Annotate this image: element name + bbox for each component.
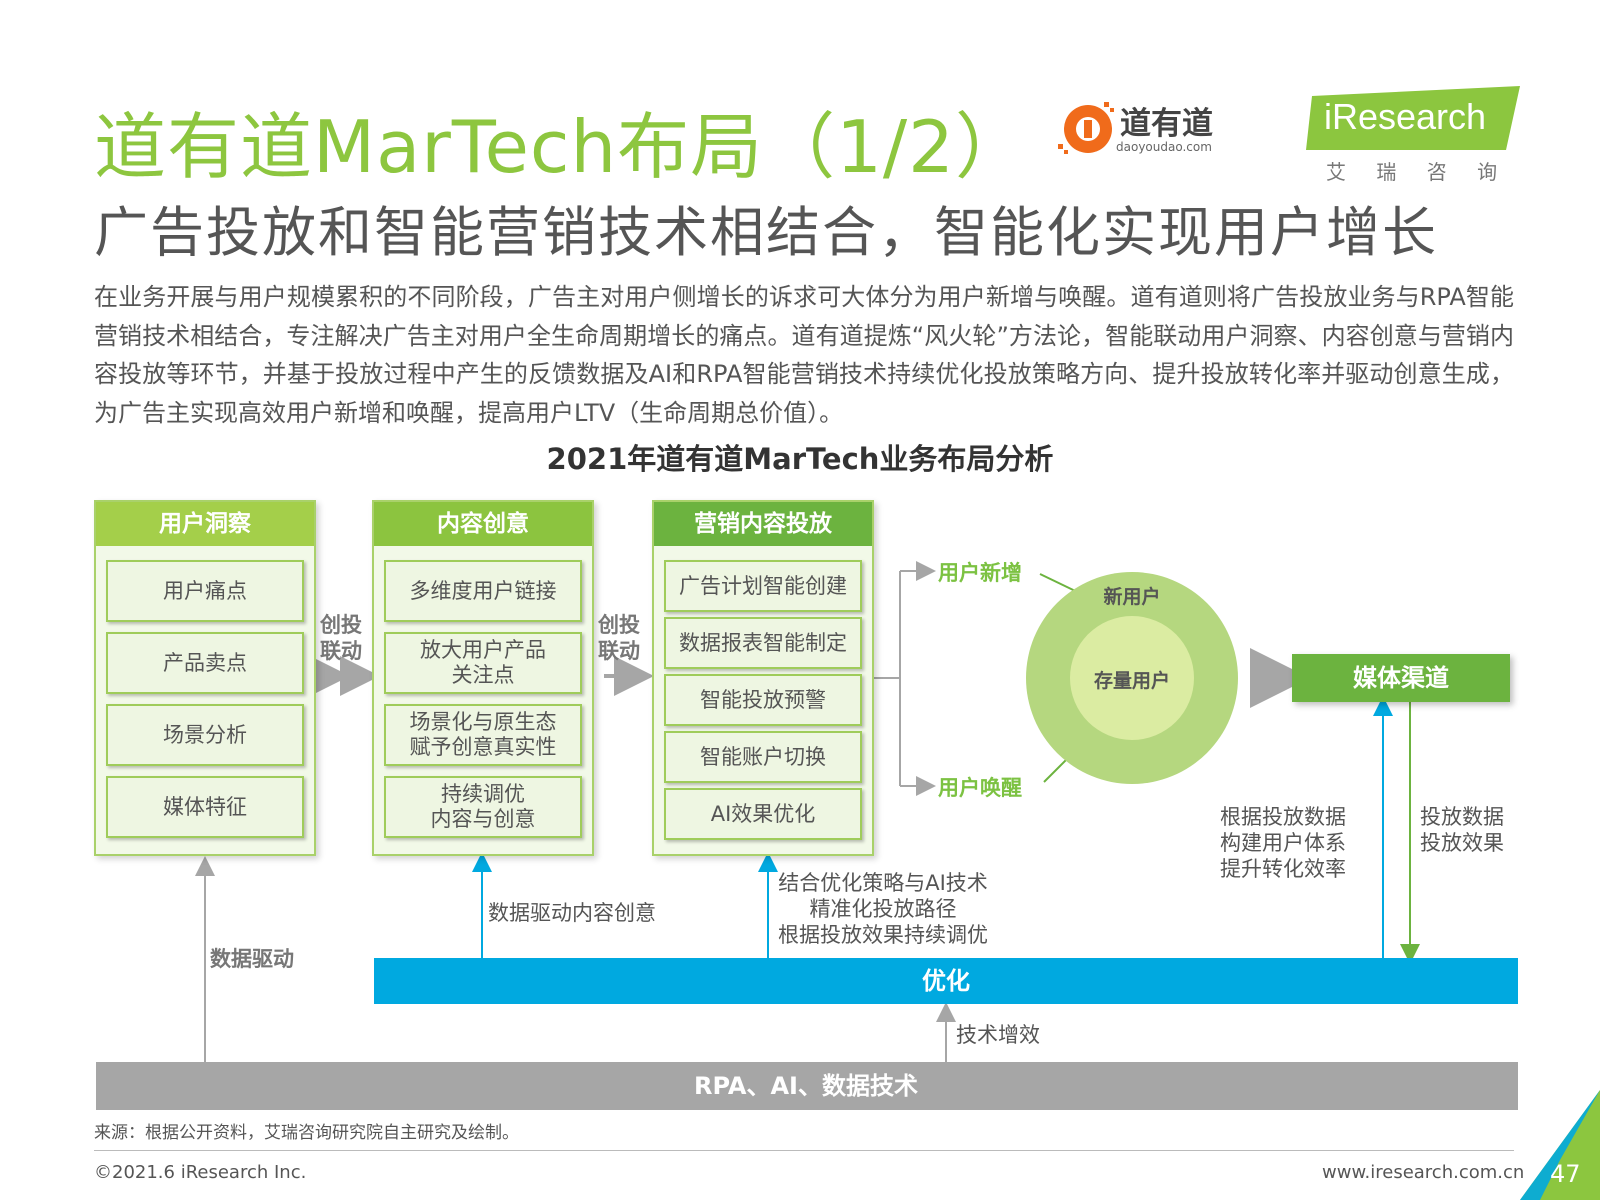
note-tech: 技术增效	[956, 1023, 1040, 1047]
note-build-system: 根据投放数据 构建用户体系 提升转化效率	[1220, 805, 1346, 881]
column-header-marketing-delivery: 营销内容投放	[654, 502, 872, 546]
column-content-creative: 内容创意 多维度用户链接 放大用户产品 关注点 场景化与原生态 赋予创意真实性 …	[372, 500, 594, 856]
item-scenario-analysis: 场景分析	[106, 704, 304, 766]
item-report-make: 数据报表智能制定	[664, 617, 862, 669]
note-strategy: 结合优化策略与AI技术 精准化投放路径 根据投放效果持续调优	[778, 871, 988, 947]
media-channel-box: 媒体渠道	[1292, 654, 1510, 702]
footer-divider	[94, 1150, 1514, 1151]
circle-label-stock-user: 存量用户	[1093, 670, 1170, 692]
item-product-selling: 产品卖点	[106, 632, 304, 694]
optimize-bar-label: 优化	[922, 967, 970, 995]
column-user-insight: 用户洞察 用户痛点 产品卖点 场景分析 媒体特征	[94, 500, 316, 856]
circle-label-new-user: 新用户	[1103, 586, 1161, 608]
optimize-bar: 优化	[374, 958, 1518, 1004]
item-amplify-focus: 放大用户产品 关注点	[384, 632, 582, 694]
item-plan-create: 广告计划智能创建	[664, 560, 862, 612]
column-marketing-delivery: 营销内容投放 广告计划智能创建 数据报表智能制定 智能投放预警 智能账户切换 A…	[652, 500, 874, 856]
footer-url[interactable]: www.iresearch.com.cn	[1322, 1162, 1525, 1183]
item-continuous-tune: 持续调优 内容与创意	[384, 776, 582, 838]
iresearch-logo-shape	[1306, 86, 1520, 150]
user-circle-inner	[1070, 616, 1194, 740]
source-note: 来源：根据公开资料，艾瑞咨询研究院自主研究及绘制。	[94, 1123, 519, 1143]
item-media-features: 媒体特征	[106, 776, 304, 838]
page-subtitle: 广告投放和智能营销技术相结合，智能化实现用户增长	[94, 201, 1438, 264]
note-data-driven: 数据驱动	[210, 947, 294, 971]
column-header-user-insight: 用户洞察	[96, 502, 314, 546]
column-header-content-creative: 内容创意	[374, 502, 592, 546]
daoyoudao-logo-name: 道有道	[1120, 106, 1213, 142]
note-content-driven: 数据驱动内容创意	[488, 901, 656, 925]
media-channel-label: 媒体渠道	[1353, 664, 1449, 692]
iresearch-logo-cn: 艾 瑞 咨 询	[1326, 160, 1510, 184]
copyright: ©2021.6 iResearch Inc.	[94, 1162, 307, 1183]
intro-paragraph: 在业务开展与用户规模累积的不同阶段，广告主对用户侧增长的诉求可大体分为用户新增与…	[94, 283, 1514, 427]
item-user-pain: 用户痛点	[106, 560, 304, 622]
link-label-1: 创投 联动	[320, 613, 362, 663]
branch-label-wake: 用户唤醒	[938, 776, 1022, 800]
branch-label-new: 用户新增	[938, 561, 1022, 585]
item-account-switch: 智能账户切换	[664, 731, 862, 783]
daoyoudao-logo-url: daoyoudao.com	[1116, 140, 1212, 154]
daoyoudao-logo-icon	[1058, 102, 1114, 154]
page-title: 道有道MarTech布局（1/2）	[94, 105, 1028, 189]
link-label-2: 创投 联动	[598, 613, 640, 663]
item-ai-optimize: AI效果优化	[664, 788, 862, 840]
page-number: 47	[1550, 1160, 1581, 1188]
base-tech-bar-label: RPA、AI、数据技术	[694, 1072, 918, 1100]
item-native-scene: 场景化与原生态 赋予创意真实性	[384, 704, 582, 766]
iresearch-logo-name: iResearch	[1324, 96, 1487, 137]
base-tech-bar: RPA、AI、数据技术	[96, 1062, 1518, 1110]
diagram-title: 2021年道有道MarTech业务布局分析	[546, 442, 1054, 476]
note-feedback: 投放数据 投放效果	[1420, 805, 1504, 855]
item-multi-dim-link: 多维度用户链接	[384, 560, 582, 622]
page-corner-decoration	[1520, 1090, 1600, 1200]
daoyoudao-logo: 道有道 daoyoudao.com	[1052, 92, 1222, 162]
iresearch-logo: iResearch 艾 瑞 咨 询	[1300, 86, 1520, 184]
item-delivery-alert: 智能投放预警	[664, 674, 862, 726]
